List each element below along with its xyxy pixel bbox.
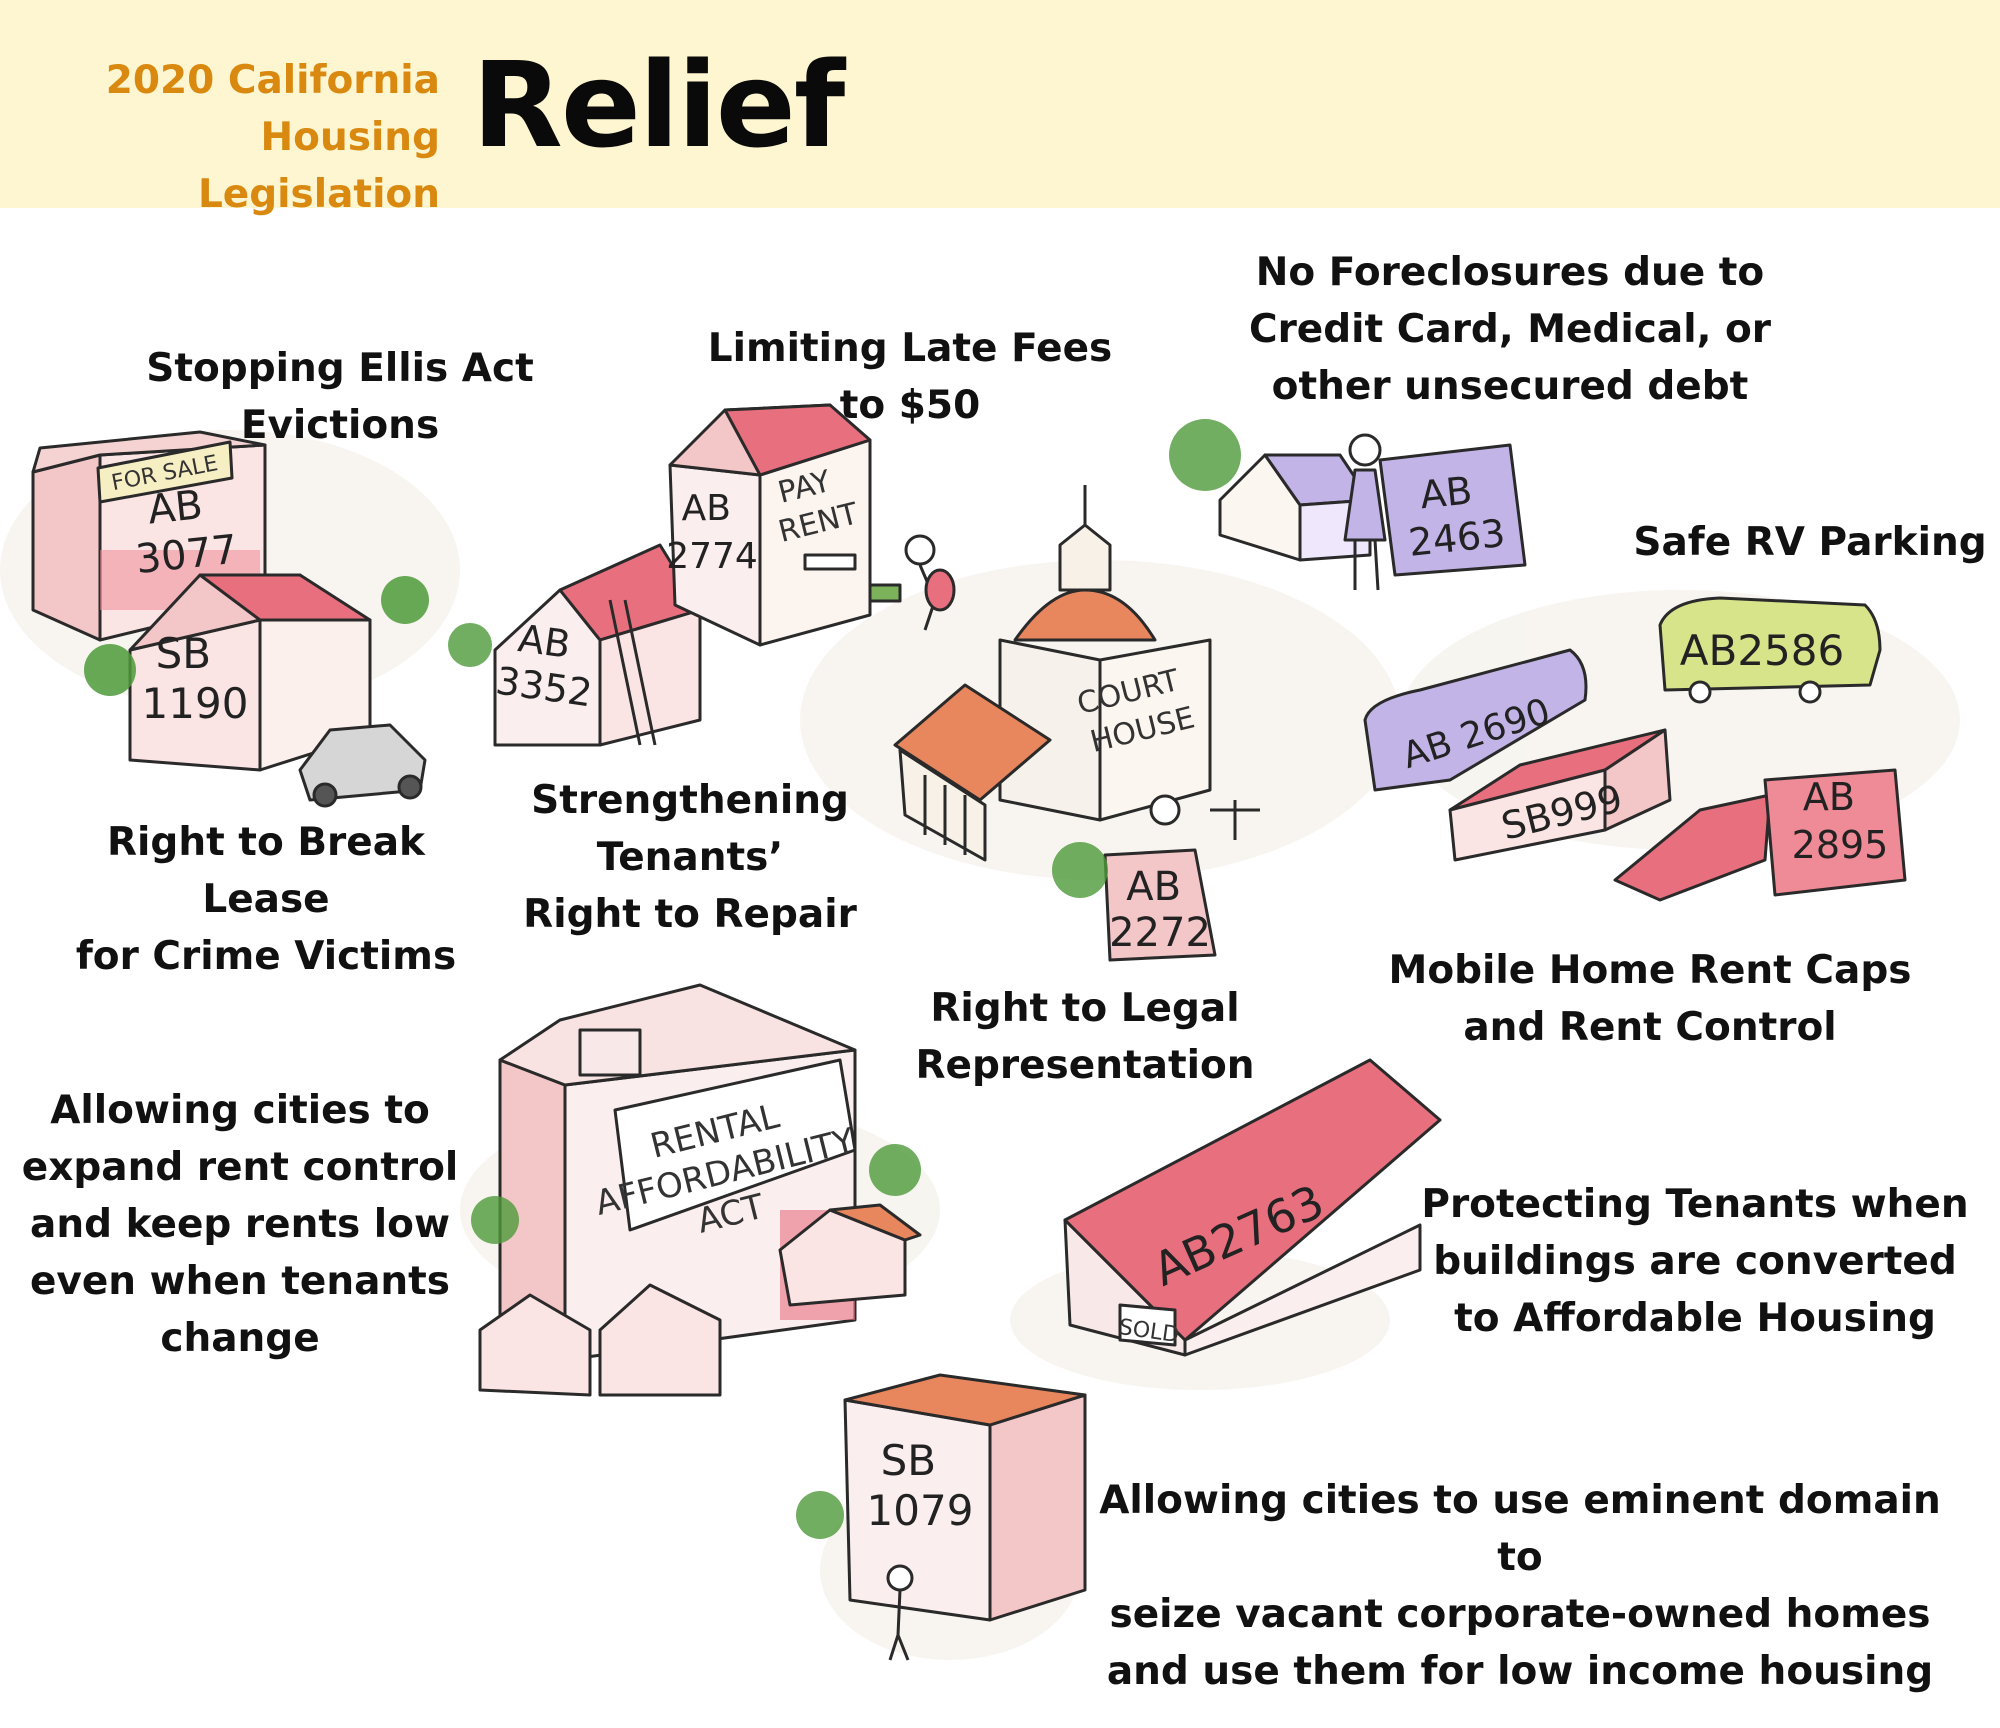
tree-icon	[448, 623, 492, 667]
for-sale-sign	[96, 440, 234, 504]
runner-figure	[868, 534, 956, 631]
bill-ab2272: AB 2272	[1109, 864, 1211, 956]
scales-figure	[1149, 794, 1260, 840]
bill-ab2774: AB 2774	[666, 488, 758, 577]
caption-break-lease: Right to Break Lease for Crime Victims	[75, 820, 457, 979]
courthouse	[893, 485, 1212, 862]
rental-act-building	[478, 983, 922, 1397]
ab2774-building	[668, 403, 872, 647]
bill-sb1079: SB 1079	[867, 1436, 974, 1535]
mobile-ab2895	[1613, 768, 1907, 902]
caption-foreclosures: No Foreclosures due to Credit Card, Medi…	[1248, 250, 1772, 409]
person-figure	[1343, 433, 1387, 591]
caption-ellis-act: Stopping Ellis Act Evictions	[146, 346, 534, 448]
car	[298, 723, 427, 808]
person-figure	[886, 1564, 914, 1661]
tree-icon	[471, 1196, 519, 1244]
tree-icon	[84, 576, 429, 696]
sb1190-house	[128, 573, 372, 772]
bill-ab2586: AB2586	[1680, 626, 1844, 675]
caption-legal-representation: Right to Legal Representation	[915, 986, 1255, 1088]
caption-mobile-home: Mobile Home Rent Caps and Rent Control	[1388, 948, 1912, 1050]
caption-rv-parking: Safe RV Parking	[1633, 520, 1987, 565]
sb1079-building	[843, 1373, 1087, 1622]
tree-icon	[869, 1144, 921, 1196]
bill-ab3077: AB 3077	[129, 479, 240, 583]
bill-sb1190: SB 1190	[142, 629, 249, 728]
ab2763-building	[1063, 1058, 1442, 1357]
caption-right-to-repair: Strengthening Tenants’ Right to Repair	[523, 778, 857, 937]
caption-rent-control: Allowing cities to expand rent control a…	[21, 1088, 459, 1361]
rv-ab2586	[1658, 596, 1882, 704]
ab2272-sign	[1103, 848, 1217, 962]
subtitle: 2020 California Housing Legislation	[105, 58, 440, 217]
tree-icon	[796, 1491, 844, 1539]
caption-late-fees: Limiting Late Fees to $50	[707, 326, 1113, 428]
ab3352-house	[493, 543, 702, 747]
tree-icon	[1169, 419, 1241, 491]
header-banner: 2020 California Housing Legislation Reli…	[0, 0, 2000, 217]
page-title: Relief	[472, 36, 845, 174]
mobile-ab2690	[1363, 648, 1588, 792]
caption-affordable-housing: Protecting Tenants when buildings are co…	[1421, 1182, 1969, 1341]
mobile-sb999	[1448, 728, 1672, 862]
caption-eminent-domain: Allowing cities to use eminent domain to…	[1099, 1478, 1941, 1694]
bill-ab2463: AB 2463	[1402, 465, 1508, 565]
bill-ab2895: AB 2895	[1792, 775, 1889, 867]
tree-icon	[1052, 842, 1108, 898]
